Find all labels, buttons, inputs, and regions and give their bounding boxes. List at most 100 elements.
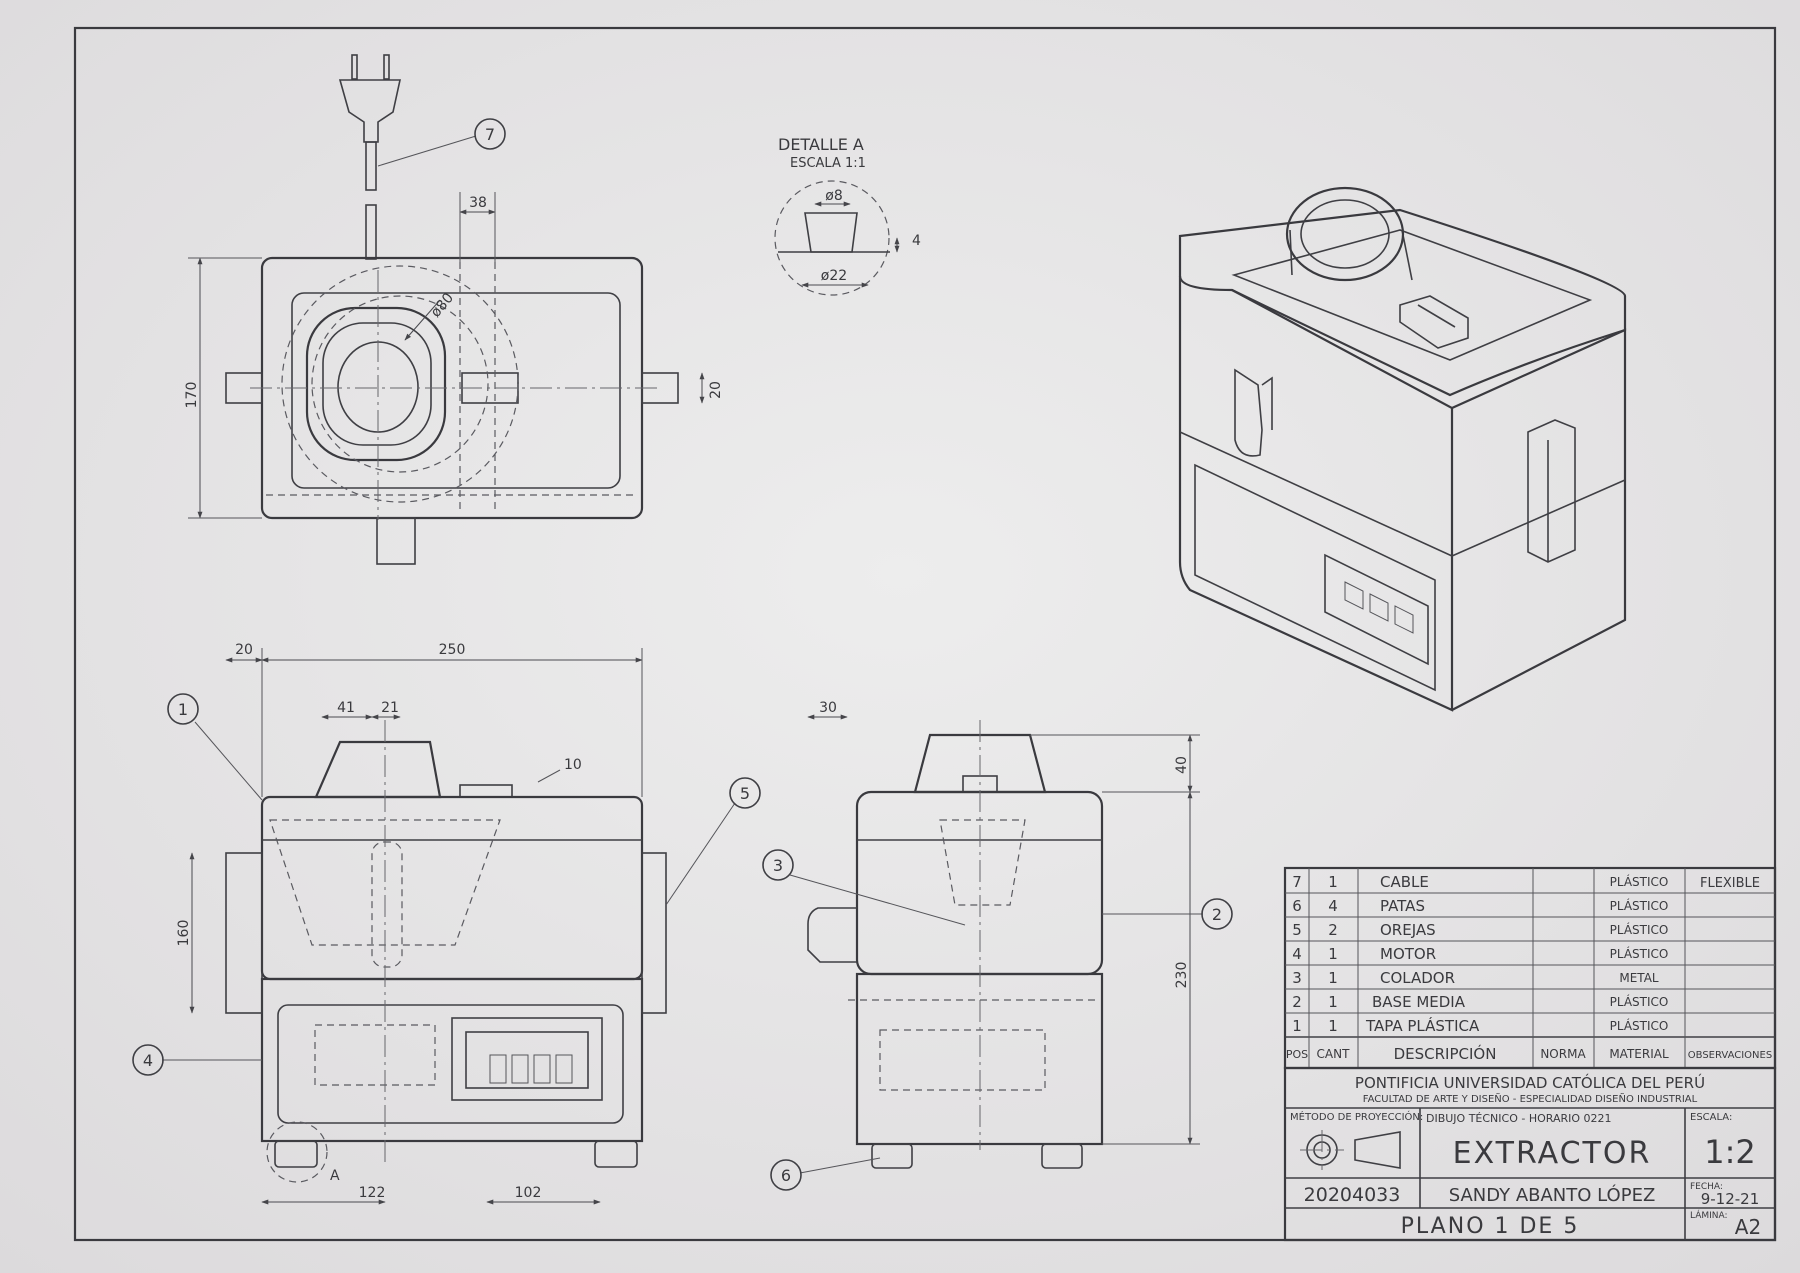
dim-41: 41 [337, 700, 355, 716]
parts-list: 7 1 CABLE PLÁSTICO FLEXIBLE 6 4 PATAS PL… [1283, 866, 1777, 1070]
title-block-frame [1283, 1066, 1777, 1242]
plan-number: PLANO 1 DE 5 [1401, 1214, 1580, 1239]
front-view: A 250 20 41 21 10 160 122 102 1 4 5 [132, 642, 761, 1205]
front-hidden-cone [269, 819, 501, 946]
sheet-size: A2 [1735, 1215, 1761, 1239]
side-hidden-motor [879, 1029, 1046, 1091]
part-cant: 1 [1328, 993, 1338, 1011]
part-material: PLÁSTICO [1610, 994, 1669, 1009]
balloon-1-leader [194, 721, 263, 801]
front-detail-marker: A [330, 1168, 340, 1184]
part-desc: BASE MEDIA [1372, 993, 1466, 1011]
header-pos: POS [1286, 1048, 1308, 1061]
detail-title: DETALLE A [778, 135, 864, 154]
part-material: PLÁSTICO [1610, 1018, 1669, 1033]
method-label: MÉTODO DE PROYECCIÓN: [1290, 1110, 1423, 1123]
part-cant: 1 [1328, 1017, 1338, 1035]
iso-ear [1527, 419, 1576, 563]
balloon-5-number: 5 [740, 784, 750, 803]
iso-mid-seam-right [1451, 479, 1626, 557]
drawing-title: EXTRACTOR [1453, 1136, 1652, 1171]
plug-pin-right [383, 54, 390, 80]
part-material: PLÁSTICO [1610, 898, 1669, 913]
iso-right-face [1451, 328, 1627, 711]
projection-symbol [1300, 1130, 1401, 1170]
part-obs: FLEXIBLE [1700, 876, 1760, 891]
balloon-4 [132, 1044, 164, 1076]
front-display-key-4 [555, 1054, 573, 1084]
dim-250: 250 [439, 642, 466, 658]
iso-cone-opening [1285, 186, 1405, 282]
detail-dim-4: 4 [912, 233, 921, 249]
student-code: 20204033 [1304, 1184, 1401, 1206]
part-desc: CABLE [1380, 873, 1429, 891]
balloon-7 [474, 118, 506, 150]
header-obs: OBSERVACIONES [1688, 1050, 1772, 1061]
part-cant: 4 [1328, 897, 1338, 915]
side-ear [807, 907, 857, 963]
dim-30: 30 [819, 700, 837, 716]
dim-40: 40 [1174, 756, 1190, 774]
front-lower-panel [277, 1004, 624, 1124]
isometric-view [1178, 186, 1627, 712]
sheet-label: LÁMINA: [1690, 1209, 1728, 1221]
front-detail-marker-circle [266, 1121, 328, 1183]
part-cant: 1 [1328, 969, 1338, 987]
dim-160: 160 [176, 920, 192, 947]
detail-circle [774, 180, 890, 296]
detail-dim-8: ø8 [825, 188, 842, 204]
front-display-frame [451, 1017, 603, 1101]
top-inner-panel [291, 292, 621, 489]
scale-label: ESCALA: [1690, 1112, 1732, 1123]
part-desc: COLADOR [1380, 969, 1455, 987]
plug-pin-left [351, 54, 358, 80]
iso-display-keys [1344, 581, 1414, 634]
front-foot-right [594, 1140, 638, 1168]
plug-cord-upper [365, 141, 377, 191]
balloon-2-number: 2 [1212, 905, 1222, 924]
iso-top-inner [1231, 229, 1593, 361]
part-pos: 5 [1292, 921, 1302, 939]
university: PONTIFICIA UNIVERSIDAD CATÓLICA DEL PERÚ [1355, 1073, 1705, 1092]
part-cant: 1 [1328, 945, 1338, 963]
header-desc: DESCRIPCIÓN [1394, 1044, 1497, 1063]
header-cant: CANT [1317, 1047, 1351, 1061]
side-view: 30 40 230 2 3 6 [762, 700, 1233, 1191]
iso-cone-inner [1300, 199, 1390, 269]
header-material: MATERIAL [1609, 1047, 1669, 1061]
part-pos: 3 [1292, 969, 1302, 987]
part-material: PLÁSTICO [1610, 874, 1669, 889]
balloon-7-number: 7 [485, 125, 495, 144]
part-pos: 1 [1292, 1017, 1302, 1035]
front-display-key-3 [533, 1054, 551, 1084]
dim-122: 122 [359, 1185, 386, 1201]
top-cone-outer [305, 306, 447, 462]
top-bottom-nozzle [376, 517, 416, 565]
part-pos: 6 [1292, 897, 1302, 915]
front-ear-right [641, 852, 667, 1014]
front-foot-left [274, 1140, 318, 1168]
balloon-3-number: 3 [773, 856, 783, 875]
balloon-4-number: 4 [143, 1051, 153, 1070]
balloon-5-leader [665, 802, 736, 906]
balloon-1 [167, 693, 199, 725]
side-foot-right [1041, 1143, 1083, 1169]
detail-a: DETALLE A ESCALA 1:1 ø8 ø22 4 [774, 135, 921, 296]
date-label: FECHA: [1690, 1182, 1723, 1192]
part-pos: 2 [1292, 993, 1302, 1011]
front-ear-left [225, 852, 263, 1014]
part-desc: OREJAS [1380, 921, 1436, 939]
dim-80-leader [404, 299, 441, 341]
top-cone-mid [322, 322, 432, 446]
part-pos: 4 [1292, 945, 1302, 963]
dim-38: 38 [469, 195, 487, 211]
iso-left-face [1178, 276, 1454, 712]
iso-spout [1234, 368, 1273, 457]
front-display-key-2 [511, 1054, 529, 1084]
balloon-6 [770, 1159, 802, 1191]
top-view: 170 38 20 ø80 7 [184, 54, 724, 565]
iso-display [1324, 553, 1429, 666]
part-cant: 2 [1328, 921, 1338, 939]
